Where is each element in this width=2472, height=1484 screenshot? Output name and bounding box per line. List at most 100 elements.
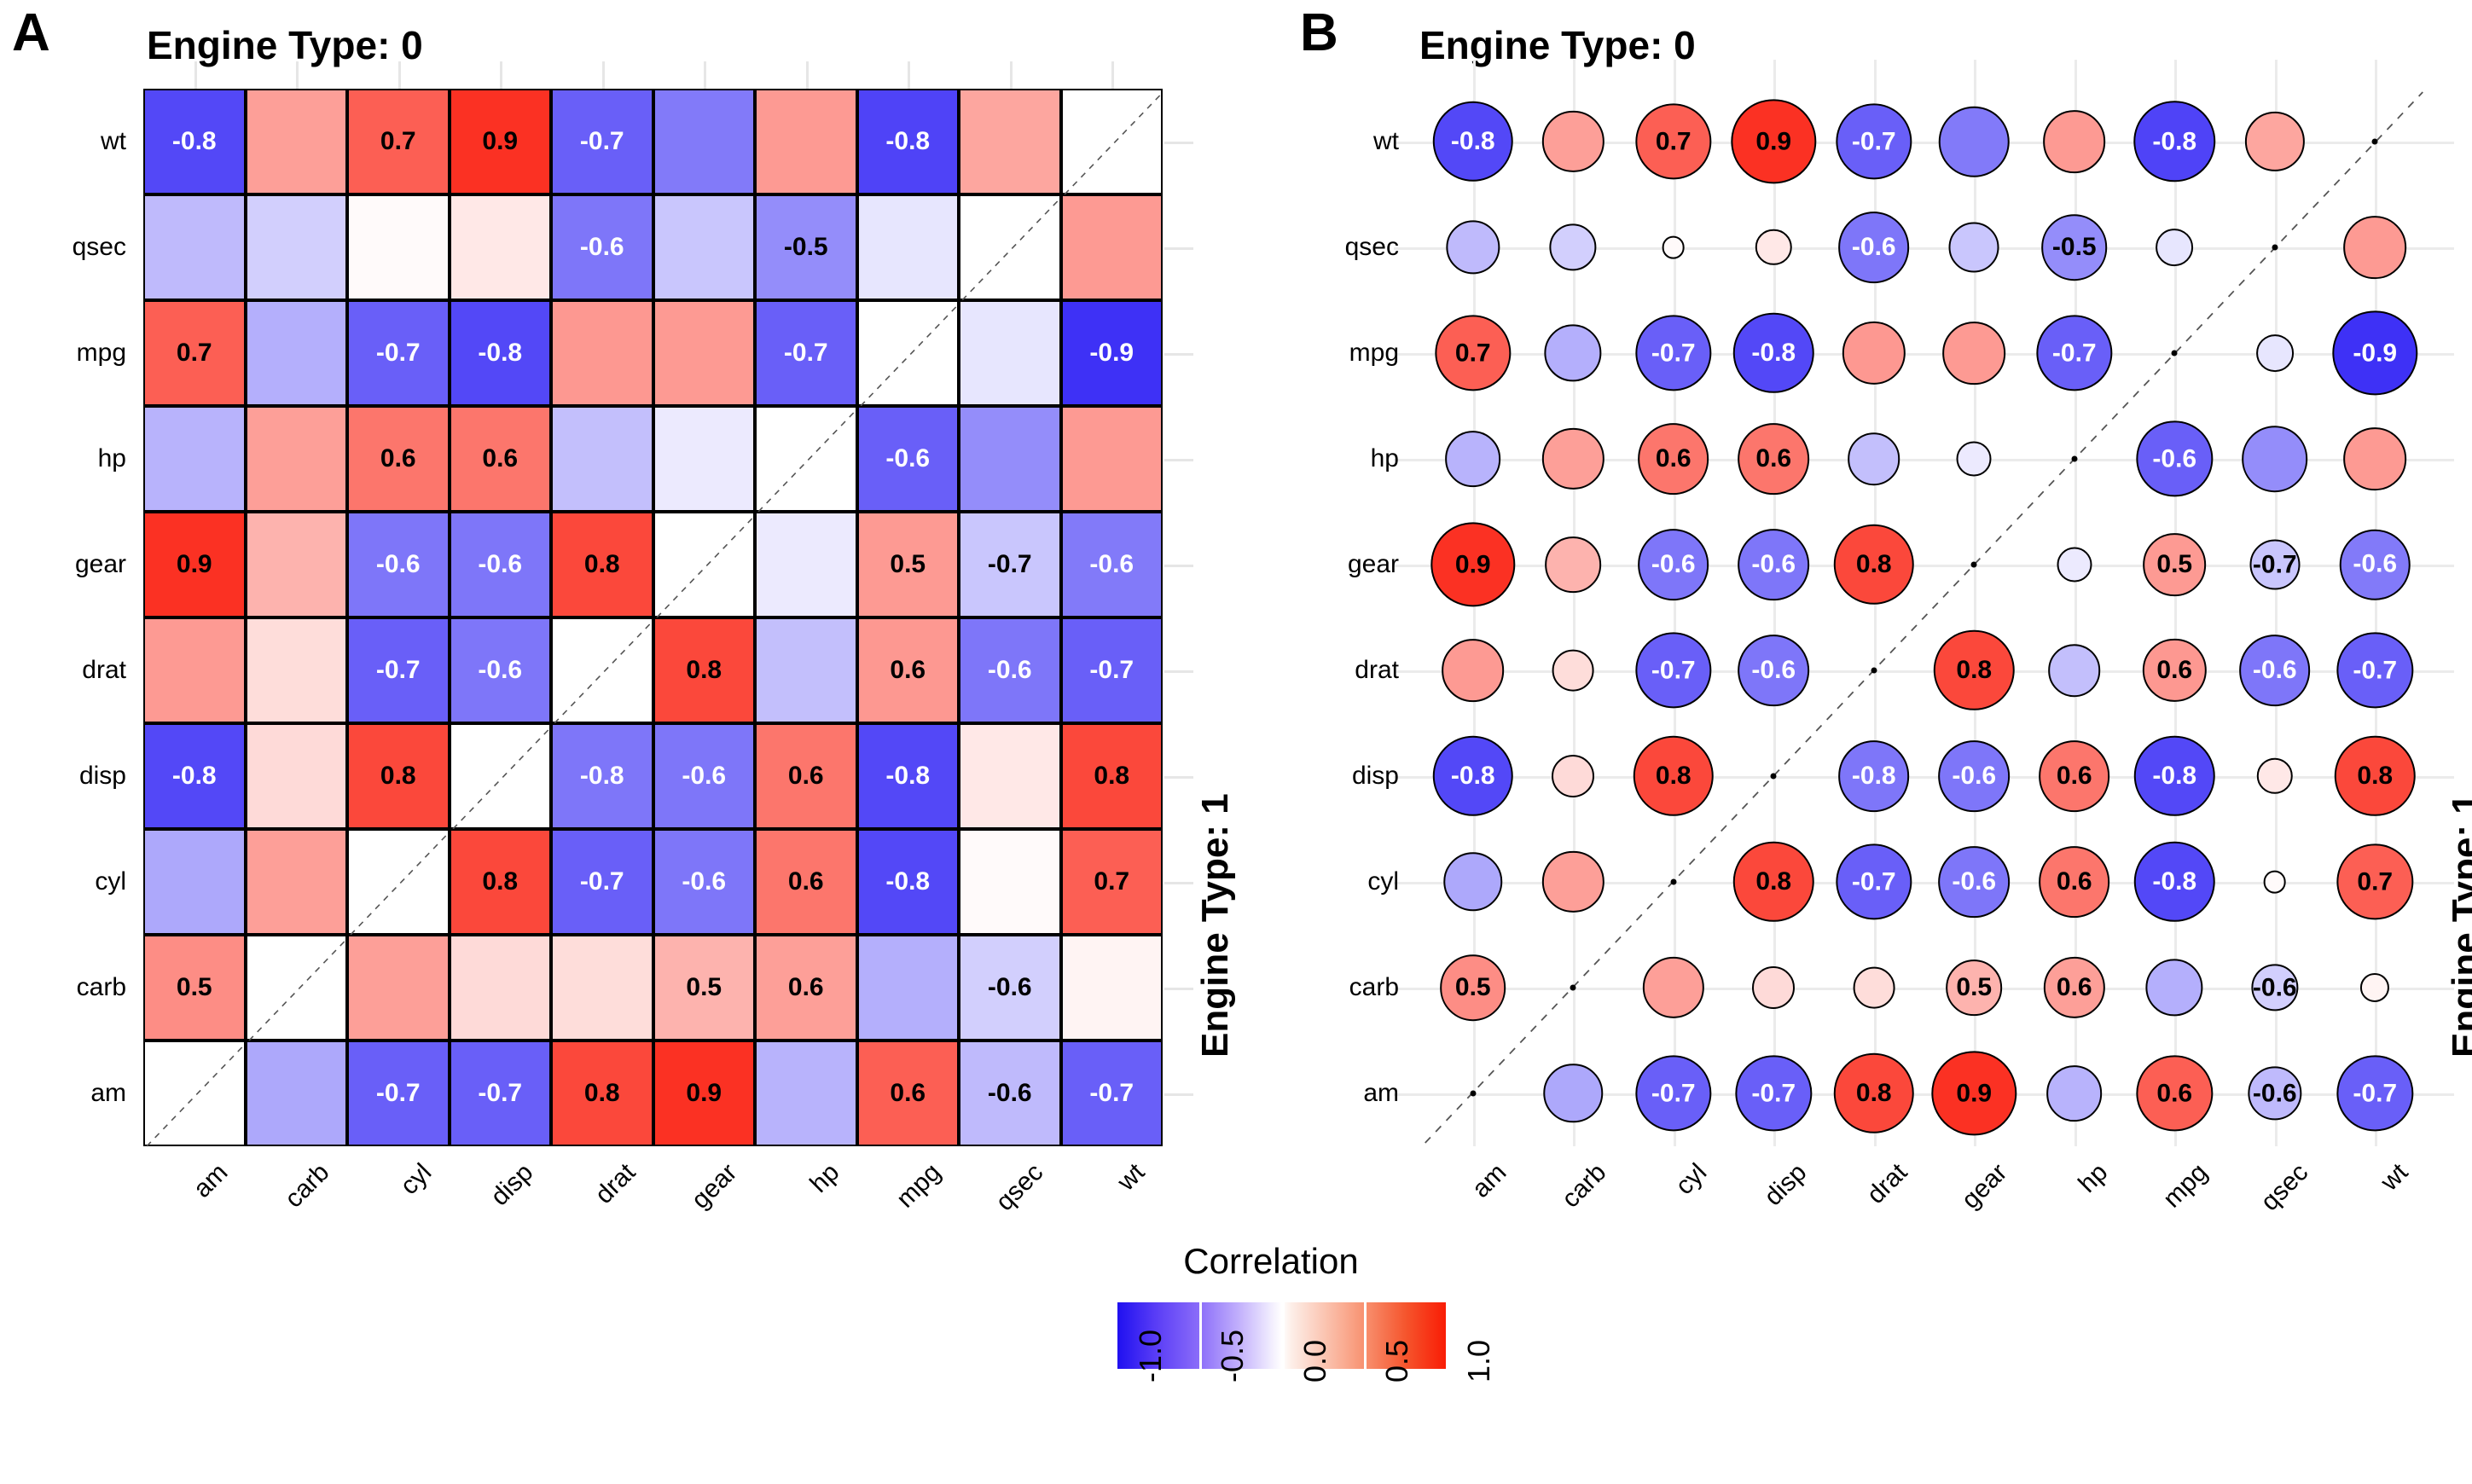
cell-value-label: 0.5 bbox=[890, 550, 926, 578]
correlation-bubble: -0.8 bbox=[2133, 101, 2215, 183]
heatmap-cell: -0.5 bbox=[755, 194, 857, 300]
correlation-bubble: -0.7 bbox=[1635, 315, 1712, 391]
correlation-bubble bbox=[1542, 427, 1604, 490]
panel-b-vertical-gridline bbox=[1974, 60, 1977, 1146]
cell-value-label: -0.7 bbox=[783, 339, 828, 367]
panel-a-right-tick bbox=[1164, 459, 1193, 461]
heatmap-cell bbox=[347, 935, 450, 1041]
identity-line-segment bbox=[655, 514, 756, 618]
colorbar-tick-label: 1.0 bbox=[1461, 1339, 1496, 1383]
identity-line-segment bbox=[1063, 91, 1163, 195]
cell-value-label: -0.6 bbox=[682, 867, 727, 896]
panel-b-y-axis-label: am bbox=[1363, 1079, 1399, 1107]
heatmap-cell bbox=[245, 723, 347, 829]
diagonal-point-marker bbox=[1570, 984, 1576, 991]
heatmap-diagonal-cell bbox=[245, 935, 348, 1041]
correlation-bubble bbox=[1446, 220, 1500, 275]
cell-value-label: -0.6 bbox=[987, 1079, 1032, 1107]
cell-value-label: -0.9 bbox=[1089, 339, 1134, 367]
correlation-bubble bbox=[2042, 110, 2106, 173]
heatmap-cell: -0.8 bbox=[143, 723, 246, 829]
bubble-value-label: 0.7 bbox=[2357, 867, 2394, 896]
heatmap-cell: -0.6 bbox=[959, 935, 1061, 1041]
colorbar-tick-label: -0.5 bbox=[1215, 1329, 1251, 1383]
correlation-bubble: -0.7 bbox=[2336, 1055, 2413, 1132]
correlation-bubble: 0.5 bbox=[2143, 533, 2207, 596]
panel-b-y-axis-label: mpg bbox=[1349, 339, 1399, 367]
panel-a-right-tick bbox=[1164, 247, 1193, 250]
heatmap-cell bbox=[653, 89, 755, 194]
cell-value-label: -0.8 bbox=[885, 867, 931, 896]
correlation-bubble bbox=[1662, 235, 1686, 259]
panel-letter-a: A bbox=[12, 3, 50, 62]
panel-b-vertical-gridline bbox=[2375, 60, 2378, 1146]
correlation-bubble bbox=[2047, 644, 2101, 697]
bubble-value-label: -0.6 bbox=[2252, 1079, 2297, 1107]
heatmap-diagonal-cell bbox=[653, 512, 756, 618]
heatmap-cell bbox=[245, 194, 347, 300]
colorbar-tick-label: 0.5 bbox=[1378, 1339, 1414, 1383]
heatmap-cell bbox=[755, 512, 857, 617]
heatmap-cell: -0.6 bbox=[551, 194, 653, 300]
correlation-bubble bbox=[2255, 334, 2294, 372]
bubble-value-label: -0.7 bbox=[1651, 655, 1696, 684]
correlation-bubble: 0.6 bbox=[2043, 956, 2105, 1019]
identity-line-segment bbox=[554, 620, 654, 724]
bubble-value-label: -0.6 bbox=[1851, 232, 1896, 261]
heatmap-cell bbox=[245, 617, 347, 723]
heatmap-cell: 0.5 bbox=[653, 935, 755, 1041]
cell-value-label: 0.6 bbox=[380, 444, 416, 472]
panel-a-top-tick bbox=[908, 61, 911, 89]
correlation-bubble: 0.7 bbox=[1635, 103, 1712, 180]
colorbar-tick-mark bbox=[1199, 1302, 1203, 1369]
panel-a-y-axis-label: mpg bbox=[76, 339, 126, 367]
cell-value-label: 0.6 bbox=[787, 867, 824, 896]
correlation-bubble bbox=[1549, 223, 1597, 271]
cell-value-label: 0.6 bbox=[787, 762, 824, 790]
heatmap-cell: -0.7 bbox=[347, 300, 450, 406]
panel-b-x-axis-label: carb bbox=[1556, 1158, 1612, 1214]
bubble-value-label: -0.6 bbox=[1952, 761, 1997, 790]
cell-value-label: -0.7 bbox=[1089, 1079, 1134, 1107]
bubble-value-label: 0.5 bbox=[2156, 550, 2193, 578]
heatmap-cell: 0.6 bbox=[856, 1041, 959, 1146]
correlation-bubble bbox=[1948, 222, 1999, 273]
heatmap-cell bbox=[959, 829, 1061, 935]
correlation-bubble bbox=[1755, 229, 1792, 266]
cell-value-label: -0.7 bbox=[1089, 656, 1134, 684]
panel-a-top-tick bbox=[1009, 61, 1013, 89]
heatmap-cell bbox=[653, 300, 755, 406]
panel-a-y-axis-label: wt bbox=[101, 127, 126, 155]
identity-line-segment bbox=[247, 937, 348, 1041]
diagonal-point-marker bbox=[2272, 244, 2278, 251]
heatmap-diagonal-cell bbox=[449, 723, 552, 830]
panel-b-x-axis-label: wt bbox=[2376, 1158, 2414, 1197]
bubble-value-label: 0.6 bbox=[1655, 443, 1692, 472]
correlation-bubble: -0.6 bbox=[2339, 529, 2411, 600]
correlation-bubble: -0.6 bbox=[1637, 529, 1709, 600]
panel-a-y-axis-label: qsec bbox=[72, 233, 126, 261]
bubble-value-label: -0.5 bbox=[2051, 233, 2097, 261]
correlation-bubble: -0.8 bbox=[1432, 735, 1513, 817]
heatmap-cell: 0.9 bbox=[653, 1041, 755, 1146]
bubble-value-label: 0.6 bbox=[2156, 655, 2193, 684]
panel-b-x-axis-label: cyl bbox=[1669, 1158, 1713, 1201]
heatmap-cell: -0.7 bbox=[755, 300, 857, 406]
correlation-bubble: -0.9 bbox=[2332, 310, 2417, 396]
panel-b-horizontal-gridline bbox=[1394, 353, 2454, 356]
cell-value-label: 0.5 bbox=[686, 973, 722, 1001]
panel-b-identity-line bbox=[1425, 91, 2423, 1144]
heatmap-cell: -0.6 bbox=[856, 406, 959, 512]
heatmap-cell bbox=[959, 89, 1061, 194]
cell-value-label: -0.8 bbox=[171, 762, 217, 790]
correlation-bubble bbox=[2343, 216, 2407, 279]
heatmap-cell: -0.6 bbox=[1060, 512, 1163, 617]
heatmap-cell bbox=[551, 935, 653, 1041]
correlation-bubble: 0.6 bbox=[1637, 423, 1709, 495]
panel-a-right-tick bbox=[1164, 353, 1193, 356]
heatmap-cell: 0.8 bbox=[1060, 723, 1163, 829]
heatmap-cell: 0.7 bbox=[347, 89, 450, 194]
bubble-value-label: 0.8 bbox=[1855, 1078, 1892, 1107]
identity-line-segment bbox=[859, 303, 960, 407]
